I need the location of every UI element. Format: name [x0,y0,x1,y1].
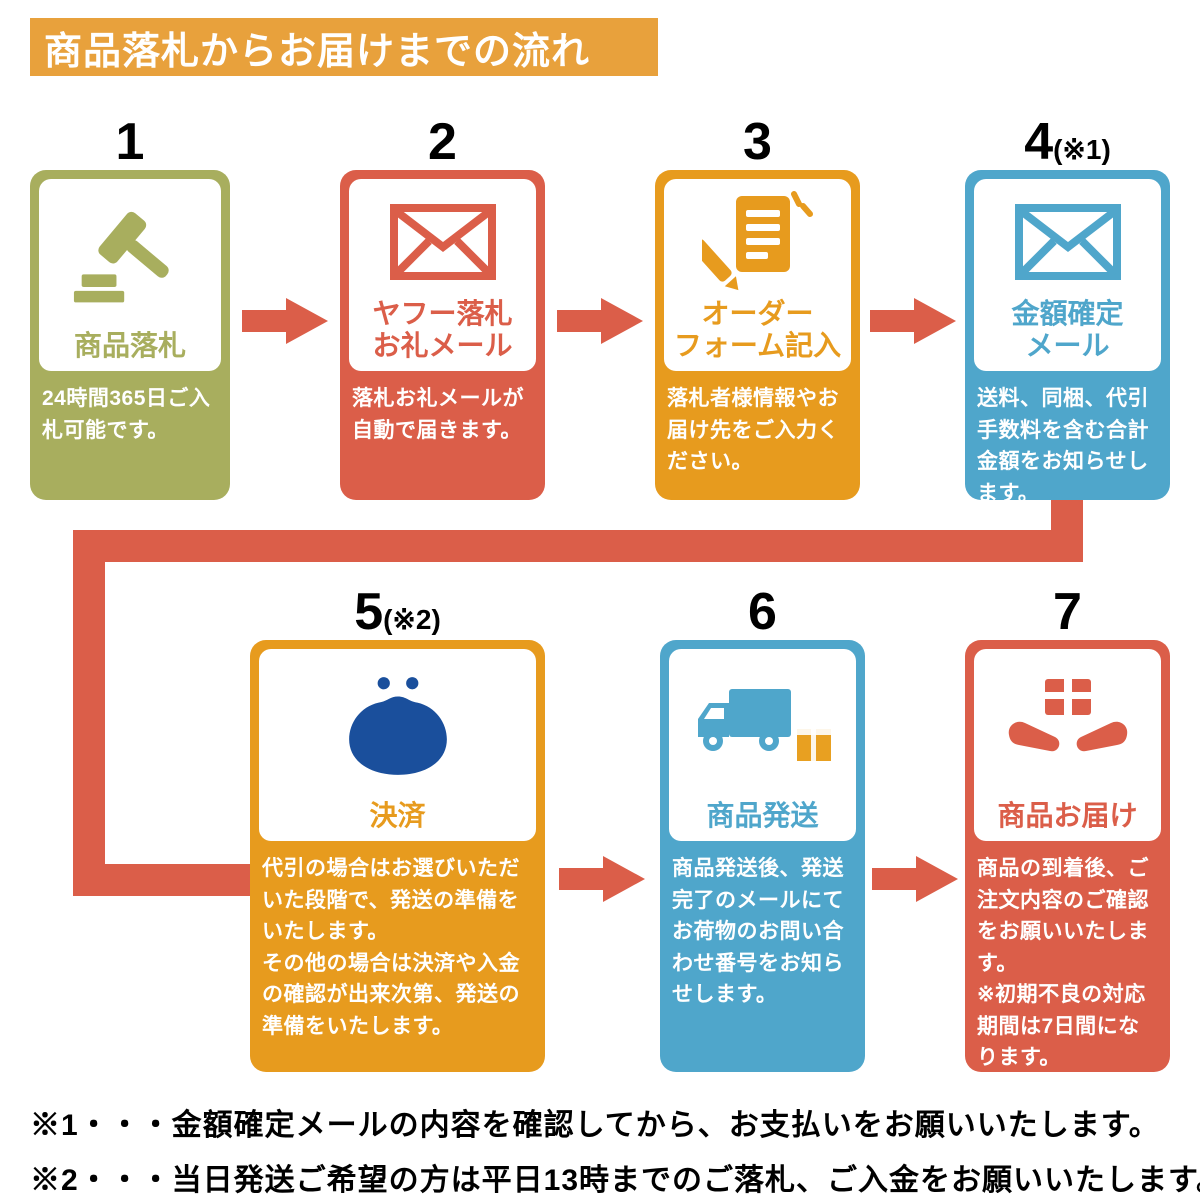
step-number-text: 2 [428,113,457,171]
step-number-text: 6 [748,583,777,641]
step-1-description: 24時間365日ご入札可能です。 [42,387,211,442]
flow-connector-segment [73,530,1083,562]
step-2-title: ヤフー落札 お礼メール [372,298,513,361]
step-number-text: 3 [743,113,772,171]
flow-arrow-icon [557,298,643,349]
step-2-description: 落札お礼メールが自動で届きます。 [352,387,524,442]
gavel-icon [72,179,188,330]
delivery-hands-icon [1001,649,1135,800]
step-5-number: 5(※2) [250,578,545,638]
step-number-text: 1 [115,113,145,171]
step-card-delivery: 商品お届け 商品の到着後、ご注文内容のご確認をお願いいたします。 ※初期不良の対… [965,640,1170,1072]
step-2-number: 2 [340,108,545,168]
step-2-panel: ヤフー落札 お礼メール [349,179,536,371]
step-7-panel: 商品お届け [974,649,1161,841]
step-card-order-form: オーダー フォーム記入 落札者様情報やお届け先をご入力ください。 [655,170,860,500]
flow-arrow-icon [242,298,328,349]
step-3-title: オーダー フォーム記入 [673,298,842,361]
step-5-title: 決済 [369,799,426,831]
step-1-title: 商品落札 [73,329,186,361]
step-1-number: 1 [30,108,230,168]
page-title: 商品落札からお届けまでの流れ [44,30,591,73]
mail-icon [389,179,497,298]
step-5-panel: 決済 [259,649,536,841]
footnote-2: ※2・・・当日発送ご希望の方は平日13時までのご落札、ご入金をお願いいたします。 [30,1164,1200,1197]
mail-icon [1014,179,1122,298]
step-5-description: 代引の場合はお選びいただいた段階で、発送の準備をいたします。 その他の場合は決済… [262,857,520,1038]
step-1-panel: 商品落札 [39,179,221,371]
step-card-auction-win: 商品落札 24時間365日ご入札可能です。 [30,170,230,500]
step-number-text: 7 [1053,583,1082,641]
step-number-text: 4 [1024,113,1054,171]
flow-connector-segment [73,864,253,896]
truck-icon [688,649,838,800]
step-7-title: 商品お届け [997,799,1138,831]
step-number-suffix: (※1) [1053,134,1111,165]
step-4-description: 送料、同梱、代引手数料を含む合計金額をお知らせします。 [977,387,1149,505]
step-4-panel: 金額確定 メール [974,179,1161,371]
step-6-panel: 商品発送 [669,649,856,841]
step-number-text: 5 [354,583,384,641]
step-card-thanks-mail: ヤフー落札 お礼メール 落札お礼メールが自動で届きます。 [340,170,545,500]
flow-connector-segment [73,530,105,896]
step-7-description: 商品の到着後、ご注文内容のご確認をお願いいたします。 ※初期不良の対応期間は7日… [977,857,1149,1069]
flow-arrow-icon [559,856,645,907]
step-card-price-mail: 金額確定 メール 送料、同梱、代引手数料を含む合計金額をお知らせします。 [965,170,1170,505]
step-4-number: 4(※1) [965,108,1170,168]
step-number-suffix: (※2) [383,604,441,635]
flow-title-banner: 商品落札からお届けまでの流れ [30,18,658,76]
step-6-title: 商品発送 [706,799,819,831]
step-4-title: 金額確定 メール [1011,298,1124,361]
flow-arrow-icon [872,856,958,907]
step-card-shipping: 商品発送 商品発送後、発送完了のメールにてお荷物のお問い合わせ番号をお知らせしま… [660,640,865,1072]
step-card-payment: 決済 代引の場合はお選びいただいた段階で、発送の準備をいたします。 その他の場合… [250,640,545,1072]
step-3-number: 3 [655,108,860,168]
step-3-description: 落札者様情報やお届け先をご入力ください。 [667,387,839,473]
step-3-panel: オーダー フォーム記入 [664,179,851,371]
purse-icon [342,649,454,800]
order-form-icon [701,179,814,298]
step-7-number: 7 [965,578,1170,638]
step-6-description: 商品発送後、発送完了のメールにてお荷物のお問い合わせ番号をお知らせします。 [672,857,844,1006]
footnote-1: ※1・・・金額確定メールの内容を確認してから、お支払いをお願いいたします。 [30,1109,1160,1142]
step-6-number: 6 [660,578,865,638]
flow-arrow-icon [870,298,956,349]
